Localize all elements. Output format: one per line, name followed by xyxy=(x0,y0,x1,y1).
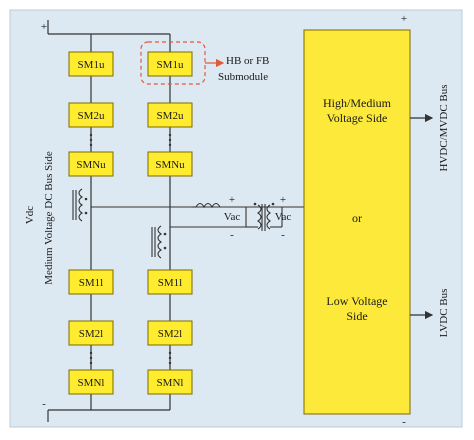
submodule-label: SMNl xyxy=(157,377,184,389)
ellipsis-dots xyxy=(89,133,93,365)
vdc-label: Vdc xyxy=(24,206,36,224)
dc-bus-wires xyxy=(47,20,171,422)
hvdc-bus-label: HVDC/MVDC Bus xyxy=(438,84,450,171)
low-voltage-line2: Side xyxy=(346,309,367,323)
submodule-label: SMNl xyxy=(78,377,105,389)
submodule-left-smnu: SMNu xyxy=(68,151,114,177)
polarity-dots xyxy=(253,202,275,206)
submodule-left-sm2l: SM2l xyxy=(68,320,114,346)
svg-text:+: + xyxy=(280,194,286,206)
svg-text:+: + xyxy=(229,194,235,206)
polarity-dots xyxy=(84,197,88,215)
ac-link xyxy=(192,202,283,231)
vac-right-label: Vac xyxy=(275,211,292,223)
high-voltage-line2: Voltage Side xyxy=(327,111,388,125)
submodule-label: SM2u xyxy=(157,110,184,122)
submodule-left-sm1l: SM1l xyxy=(68,269,114,295)
polarity-dots xyxy=(163,232,167,250)
right-arm-transformer xyxy=(151,225,194,259)
submodule-callout-box xyxy=(140,41,206,85)
right-bus-minus: - xyxy=(402,416,406,428)
right-arm: SM1u SM2u SMNu SM1l SM2l SMNl xyxy=(147,51,193,395)
submodule-left-sm2u: SM2u xyxy=(68,102,114,128)
converter-block xyxy=(303,29,411,415)
mvdc-bus-side-label: Medium Voltage DC Bus Side xyxy=(43,151,55,285)
low-voltage-line1: Low Voltage xyxy=(326,294,387,308)
submodule-label: SM2l xyxy=(79,328,103,340)
lvdc-bus-label: LVDC Bus xyxy=(438,289,450,338)
or-label: or xyxy=(352,211,362,225)
submodule-label: SMNu xyxy=(155,159,185,171)
submodule-label: SM2u xyxy=(78,110,105,122)
left-plus-sign: + xyxy=(41,21,47,33)
submodule-label: SM1l xyxy=(79,277,103,289)
submodule-label: SMNu xyxy=(76,159,106,171)
svg-text:-: - xyxy=(281,229,285,241)
submodule-right-sm2u: SM2u xyxy=(147,102,193,128)
right-bus-plus: + xyxy=(401,13,407,25)
submodule-right-smnu: SMNu xyxy=(147,151,193,177)
callout-line2: Submodule xyxy=(218,71,268,83)
submodule-left-sm1u: SM1u xyxy=(68,51,114,77)
left-arm-transformer xyxy=(72,188,304,222)
submodule-label: SM1l xyxy=(158,277,182,289)
submodule-label: SM1u xyxy=(157,59,184,71)
high-voltage-line1: High/Medium xyxy=(323,96,392,110)
submodule-right-smnl: SMNl xyxy=(147,369,193,395)
submodule-left-smnl: SMNl xyxy=(68,369,114,395)
ellipsis-dots xyxy=(168,133,172,365)
submodule-right-sm1l: SM1l xyxy=(147,269,193,295)
submodule-right-sm2l: SM2l xyxy=(147,320,193,346)
left-minus-sign: - xyxy=(42,398,46,410)
submodule-label: SM1u xyxy=(78,59,105,71)
svg-text:-: - xyxy=(230,229,234,241)
submodule-right-sm1u: SM1u xyxy=(147,51,193,77)
callout-line1: HB or FB xyxy=(226,55,269,67)
submodule-label: SM2l xyxy=(158,328,182,340)
left-arm: SM1u SM2u SMNu SM1l SM2l SMNl xyxy=(68,51,114,395)
vac-left-label: Vac xyxy=(224,211,241,223)
vac-polarity-marks: + - + - xyxy=(229,194,286,241)
